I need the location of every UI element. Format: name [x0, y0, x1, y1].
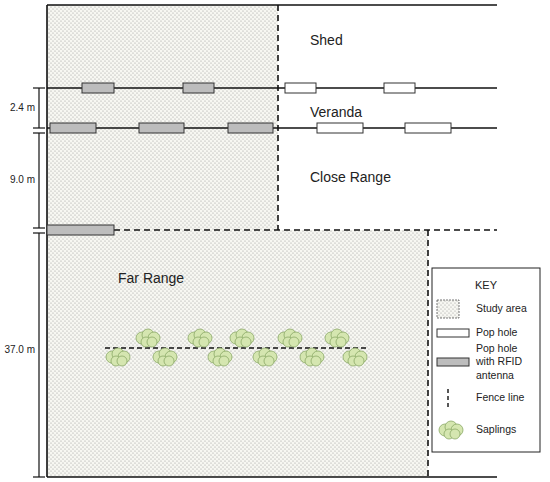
area-label: Close Range [310, 169, 391, 185]
legend-sample [437, 329, 469, 337]
study-area [47, 230, 428, 477]
area-label: Veranda [310, 104, 362, 120]
legend-text: Saplings [476, 423, 536, 437]
dimension-label: 9.0 m [10, 174, 35, 186]
legend-sample [437, 300, 459, 318]
legend-sample [439, 421, 463, 439]
study-area [47, 5, 278, 230]
legend-sample [447, 389, 448, 407]
legend-sample [437, 358, 469, 366]
dimension-label: 2.4 m [10, 102, 35, 114]
legend-text: Pop hole [476, 326, 536, 340]
area-label: Far Range [118, 270, 184, 286]
legend-text: Study area [476, 302, 536, 316]
area-label: Shed [310, 32, 343, 48]
dimension-label: 37.0 m [4, 344, 35, 356]
legend-text: Fence line [476, 391, 536, 405]
legend-text: Pop hole with RFID antenna [476, 342, 536, 383]
legend-title: KEY [475, 279, 497, 292]
